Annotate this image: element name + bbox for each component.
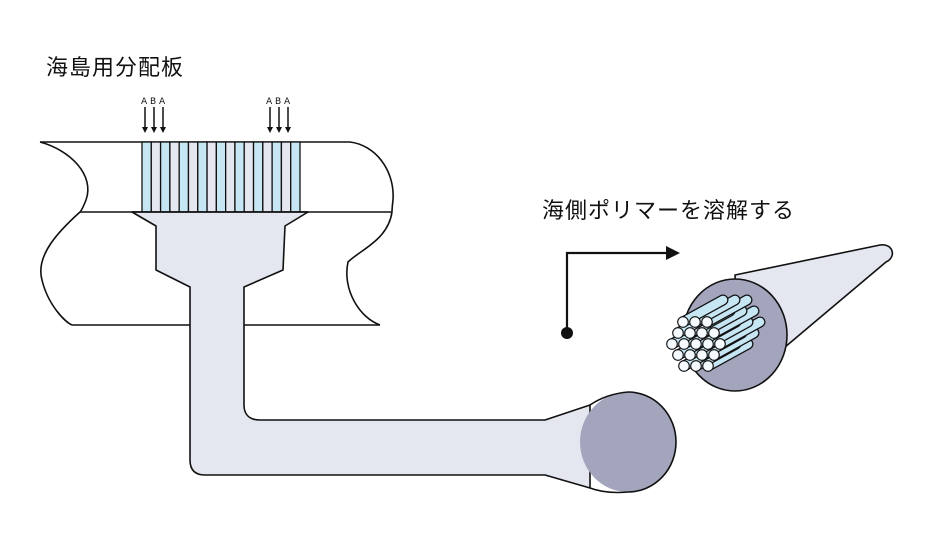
island-fiber-end (666, 338, 678, 350)
island-fiber-end (696, 349, 708, 361)
inlet-label: A (284, 97, 291, 107)
island-fiber (709, 306, 759, 338)
island-fiber-end (708, 349, 720, 361)
channel-polymer-b (187, 141, 199, 213)
island-fiber-end (702, 338, 714, 350)
channel-polymer-a (159, 141, 171, 213)
island-fiber-end (690, 338, 702, 350)
channel-polymer-b (280, 141, 292, 213)
island-fiber-end (689, 316, 701, 328)
distribution-plate-title: 海島用分配板 (46, 56, 185, 81)
island-fiber-end (708, 327, 720, 339)
island-fiber-end (672, 327, 684, 339)
island-fiber-end (672, 349, 684, 361)
channel-polymer-b (150, 141, 162, 213)
island-fiber (697, 306, 747, 338)
arrow-right-icon (666, 246, 680, 260)
island-fiber-end (690, 360, 702, 372)
inlet-group-left: A B A (141, 97, 166, 133)
island-fiber (715, 317, 765, 349)
channel-polymer-b (224, 141, 236, 213)
channel-polymer-a (234, 141, 245, 213)
channel-polymer-a (215, 141, 227, 213)
inlet-label: B (275, 97, 281, 107)
channel-polymer-a (178, 141, 190, 213)
channel-polymer-a (197, 141, 208, 213)
fiber-cross-section (580, 392, 676, 492)
distribution-channels (141, 141, 301, 213)
island-fiber-end (696, 327, 708, 339)
island-fiber (678, 295, 728, 327)
dissolved-fiber (666, 244, 894, 392)
dissolve-label: 海側ポリマーを溶解する (542, 199, 796, 224)
island-fiber (709, 328, 759, 360)
island-fiber-end (677, 316, 689, 328)
inlet-label: A (266, 97, 273, 107)
inlet-group-right: A B A (266, 97, 291, 133)
channel-polymer-a (271, 141, 283, 213)
island-fibers (666, 294, 766, 372)
channel-polymer-a (290, 141, 301, 213)
inlet-label: A (159, 97, 166, 107)
channel-polymer-a (252, 141, 264, 213)
island-fiber-end (678, 360, 690, 372)
island-fiber-end (684, 327, 696, 339)
channel-polymer-b (169, 141, 180, 213)
channel-polymer-a (141, 141, 152, 213)
arrow-origin-dot (561, 327, 573, 339)
island-fiber (703, 339, 753, 371)
process-arrow (561, 246, 680, 339)
inlet-label: B (150, 97, 156, 107)
inlet-label: A (141, 97, 148, 107)
island-fiber (703, 317, 753, 349)
spinneret-funnel (131, 211, 591, 489)
channel-polymer-b (206, 141, 218, 213)
island-fiber-end (701, 316, 713, 328)
island-fiber-end (684, 349, 696, 361)
island-fiber-end (714, 338, 726, 350)
island-fiber (690, 295, 740, 327)
arrow-down-icon (144, 107, 164, 128)
channel-polymer-b (243, 141, 255, 213)
arrow-down-icon (269, 107, 289, 128)
channel-polymer-b (262, 141, 273, 213)
island-fiber-end (678, 338, 690, 350)
island-fiber-end (702, 360, 714, 372)
island-fiber (702, 295, 752, 327)
